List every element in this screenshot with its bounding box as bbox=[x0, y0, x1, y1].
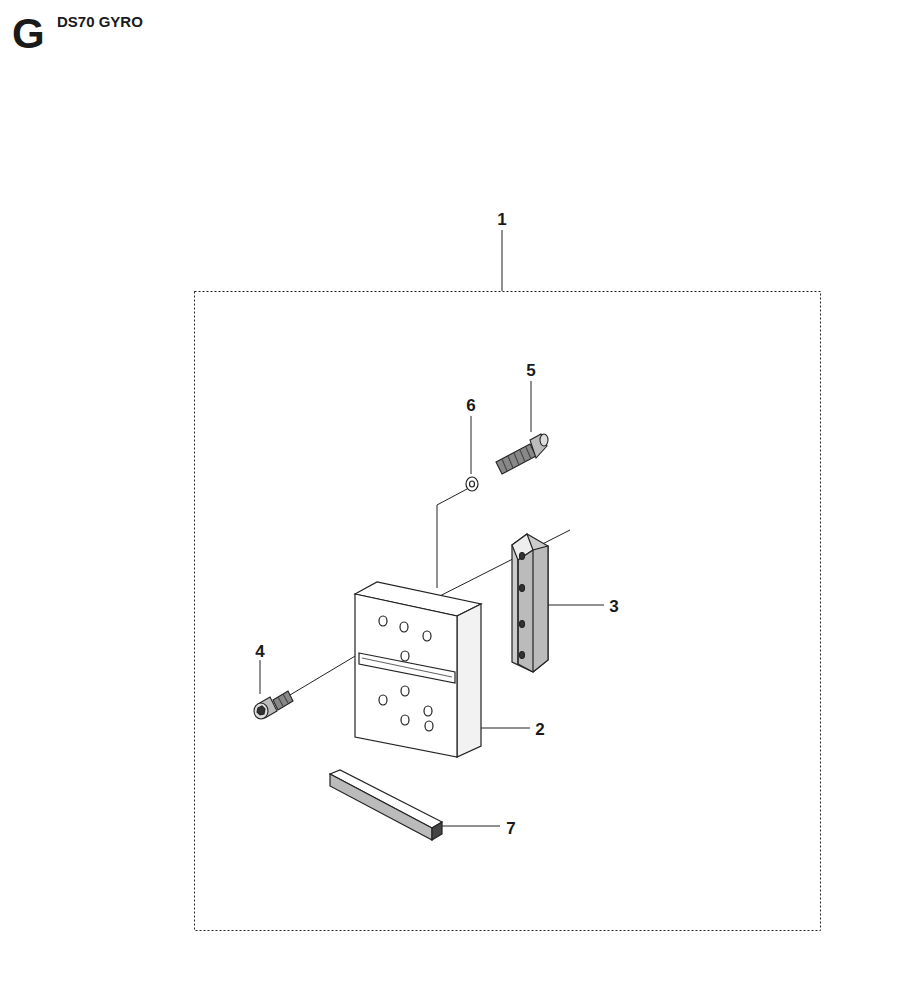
leader-line bbox=[260, 660, 261, 694]
leader-line bbox=[502, 230, 503, 291]
leader-line bbox=[440, 826, 500, 827]
assembly-line bbox=[437, 489, 467, 588]
screw bbox=[254, 691, 293, 719]
callout-number: 6 bbox=[466, 397, 475, 414]
section-letter: G bbox=[12, 13, 45, 55]
page-title: DS70 GYRO bbox=[57, 14, 143, 29]
washer bbox=[466, 477, 478, 491]
callout-number: 1 bbox=[497, 211, 506, 228]
leader-line bbox=[531, 381, 532, 432]
callout-number: 5 bbox=[526, 362, 535, 379]
adapter-plate bbox=[355, 582, 481, 757]
leader-line bbox=[545, 605, 604, 606]
leader-line bbox=[471, 416, 472, 474]
callout-number: 2 bbox=[535, 721, 544, 738]
callout-number: 7 bbox=[506, 820, 515, 837]
screw bbox=[496, 434, 548, 474]
key-bar bbox=[330, 770, 442, 840]
callout-number: 3 bbox=[609, 598, 618, 615]
kit-frame bbox=[195, 292, 821, 931]
callout-number: 4 bbox=[255, 643, 264, 660]
guide-bar bbox=[512, 534, 548, 672]
